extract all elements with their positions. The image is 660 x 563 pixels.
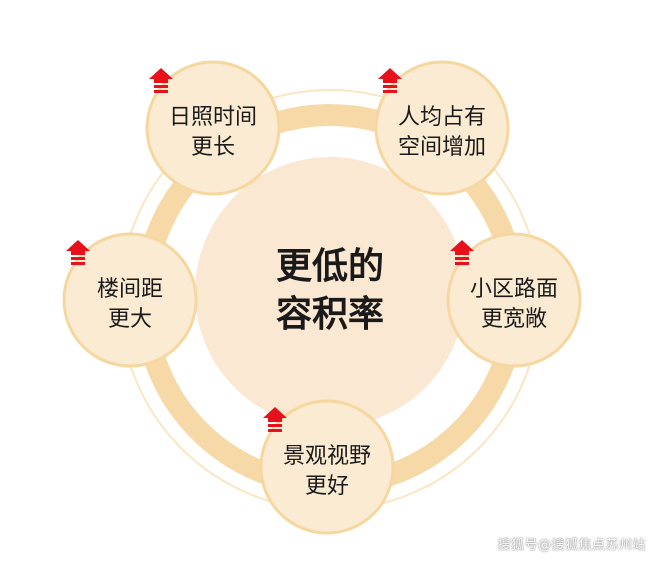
node-label-line2: 更大 (108, 307, 152, 332)
watermark-text: 搜狐号@搜狐焦点苏州站 (497, 538, 646, 553)
node-label-line2: 更宽敞 (481, 307, 547, 332)
center-title-line1: 更低的 (276, 246, 384, 287)
red-up-arrow-icon (263, 407, 287, 432)
center-title-line2: 容积率 (276, 294, 384, 335)
node-circle (62, 232, 198, 368)
node-circle (374, 60, 510, 196)
node-circle (259, 399, 395, 535)
red-up-arrow-icon (149, 68, 173, 93)
center-circle (195, 157, 465, 427)
node-label-line1: 人均占有 (398, 105, 486, 130)
node-circle (446, 232, 582, 368)
node-label-line2: 空间增加 (398, 135, 486, 160)
node-label-line1: 景观视野 (283, 444, 371, 469)
red-up-arrow-icon (378, 68, 402, 93)
node-label-line2: 更长 (191, 135, 235, 160)
node-label-line2: 更好 (305, 474, 349, 499)
node-label-line1: 日照时间 (169, 105, 257, 130)
red-up-arrow-icon (66, 240, 90, 265)
node-label-line1: 小区路面 (470, 277, 558, 302)
node-circle (145, 60, 281, 196)
red-up-arrow-icon (450, 240, 474, 265)
node-label-line1: 楼间距 (97, 277, 163, 302)
